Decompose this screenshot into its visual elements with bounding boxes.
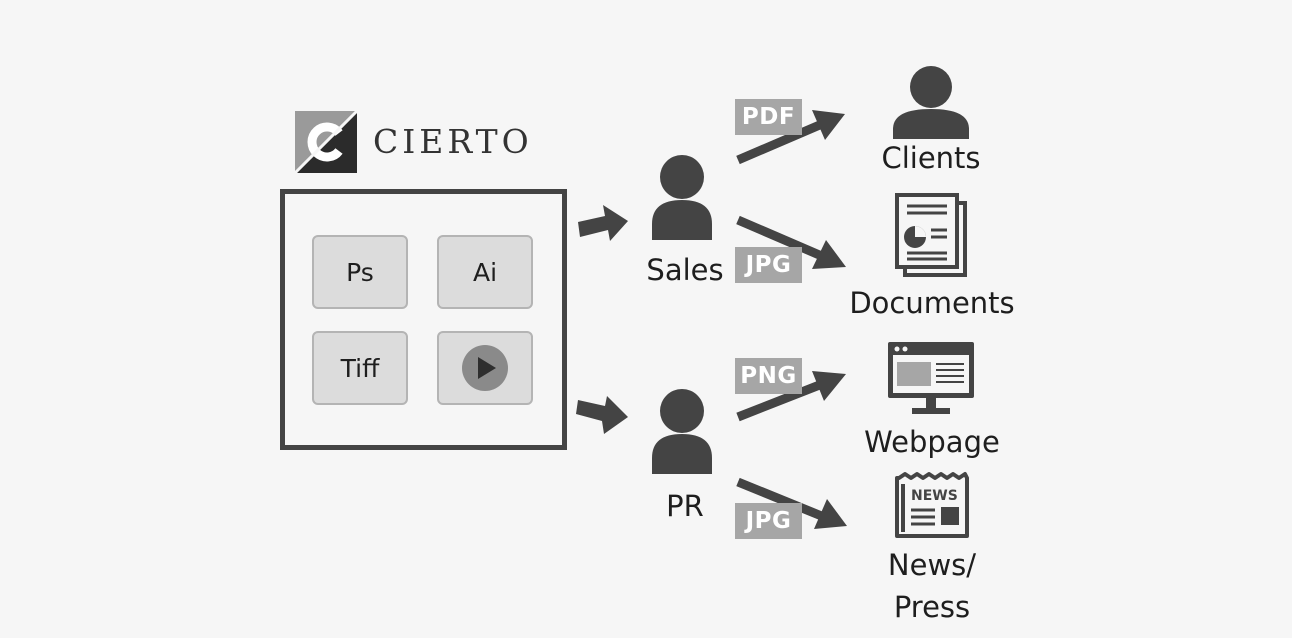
arrow-to-pr (576, 396, 628, 434)
client-user-icon (893, 66, 969, 139)
asset-library-box: Ps Ai Tiff (280, 189, 567, 450)
documents-label: Documents (849, 286, 1015, 320)
sales-label: Sales (646, 253, 724, 287)
pr-label: PR (666, 489, 704, 523)
asset-tile-tiff[interactable]: Tiff (312, 331, 408, 405)
arrow-to-sales (578, 205, 628, 241)
sales-user-icon (652, 155, 712, 240)
webpage-label: Webpage (864, 425, 1000, 459)
asset-tile-video[interactable] (437, 331, 533, 405)
pdf-badge: PDF (735, 99, 802, 135)
jpg-badge: JPG (735, 247, 802, 283)
arrow-head-to-webpage (812, 371, 846, 401)
document-chart-icon (895, 193, 967, 277)
newspaper-icon-text: NEWS (911, 488, 958, 504)
arrow-head-to-clients (812, 110, 845, 140)
play-icon (462, 345, 508, 391)
news-label-line1: News/ (887, 548, 977, 582)
cierto-wordmark: CIERTO (373, 122, 533, 161)
arrow-head-to-news (814, 499, 847, 529)
press-label-line2: Press (893, 590, 971, 624)
png-badge: PNG (735, 358, 802, 394)
newspaper-icon: NEWS (895, 472, 969, 538)
jpg-badge: JPG (735, 503, 802, 539)
cierto-logo-icon (293, 109, 359, 175)
asset-tile-ai[interactable]: Ai (437, 235, 533, 309)
arrow-head-to-documents (812, 240, 846, 269)
pr-user-icon (652, 389, 712, 474)
monitor-webpage-icon (888, 342, 974, 414)
asset-tile-ps[interactable]: Ps (312, 235, 408, 309)
clients-label: Clients (881, 141, 981, 175)
